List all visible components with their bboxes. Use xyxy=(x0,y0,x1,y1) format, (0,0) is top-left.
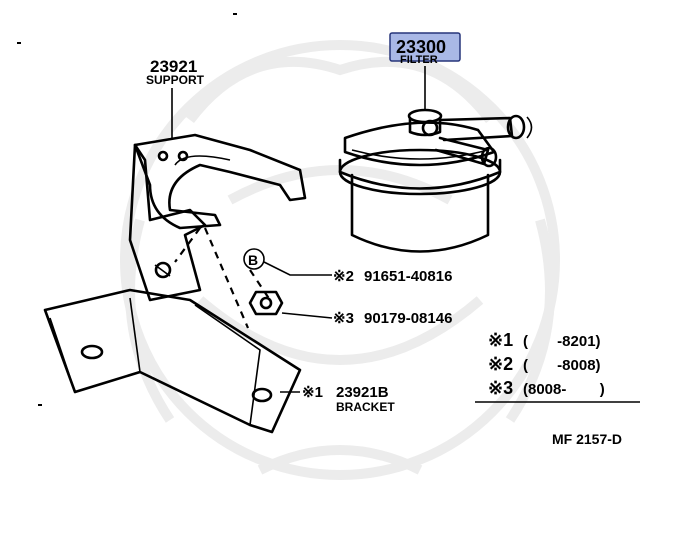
applicability-legend: ※1 ( -8201) ※2 ( -8008) ※3 (8008- ) xyxy=(475,330,640,403)
print-specks xyxy=(17,13,237,406)
lower-bracket-drawing xyxy=(43,288,302,434)
fastener-drawing xyxy=(174,227,284,329)
legend-range-1: ( -8201) xyxy=(523,333,601,350)
bolt-callout-circle xyxy=(243,248,265,270)
fuel-filter-drawing xyxy=(338,108,533,253)
diagram-code: MF 2157-D xyxy=(552,431,622,447)
bracket-part-name: BRACKET xyxy=(336,400,395,414)
legend-mark-3: ※3 xyxy=(488,378,513,398)
legend-range-2: ( -8008) xyxy=(523,357,601,374)
bracket-mark: ※1 xyxy=(302,384,323,401)
bracket-part-number[interactable]: 23921B xyxy=(336,384,389,401)
support-bracket-drawing xyxy=(128,133,307,302)
filter-label-highlight xyxy=(389,32,461,62)
legend-mark-1: ※1 xyxy=(488,330,513,350)
filter-part-name: FILTER xyxy=(400,54,438,66)
nut-part-number[interactable]: 90179-08146 xyxy=(364,310,452,327)
bolt-mark: ※2 xyxy=(333,268,354,285)
support-part-number[interactable]: 23921 xyxy=(150,57,197,76)
filter-part-number[interactable]: 23300 xyxy=(396,37,446,57)
legend-range-3: (8008- ) xyxy=(523,381,605,398)
support-part-name: SUPPORT xyxy=(146,73,205,87)
bolt-callout-letter: B xyxy=(248,252,258,268)
nut-mark: ※3 xyxy=(333,310,354,327)
legend-mark-2: ※2 xyxy=(488,354,513,374)
watermark-emblem xyxy=(120,40,560,480)
bolt-part-number[interactable]: 91651-40816 xyxy=(364,268,452,285)
